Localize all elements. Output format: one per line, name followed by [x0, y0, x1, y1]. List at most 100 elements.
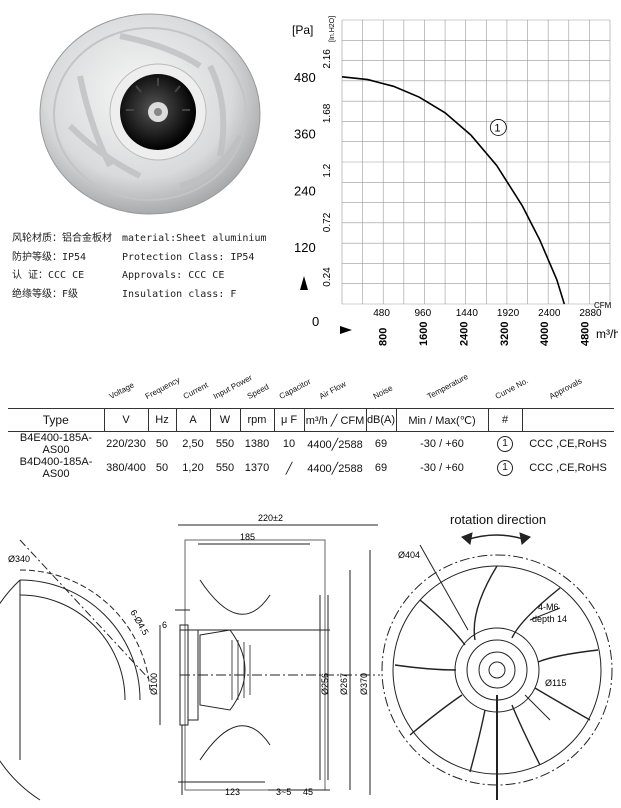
y2-tick-label: 0.72 [322, 212, 333, 232]
spec-approvals-cn: 认 证：CCC CE [12, 270, 85, 281]
spec-material: 风轮材质：铝合金板材 material:Sheet aluminium [12, 229, 267, 244]
unit-current: A [175, 408, 210, 432]
cell-type: B4D400-185A-AS00 [19, 456, 93, 480]
unit-power: W [209, 408, 240, 432]
dim-w185: 185 [240, 532, 255, 542]
dim-w220: 220±2 [258, 513, 283, 523]
chart-ylabel: [Pa] [292, 23, 313, 37]
cell-speed: 1380 [244, 438, 270, 450]
unit-frequency: Hz [147, 408, 176, 432]
cell-voltage: 220/230 [106, 438, 146, 450]
unit-approvals [521, 408, 614, 432]
spec-approvals: 认 证：CCC CE Approvals: CCC CE [12, 266, 224, 281]
unit-speed: rpm [239, 408, 274, 432]
unit-type: Type [8, 408, 104, 432]
cell-air-flow: 4400╱2588 [307, 438, 363, 451]
cell-noise: 69 [374, 438, 388, 450]
rotation-direction-label: rotation direction [450, 512, 547, 527]
spec-insulation-cn: 绝缘等级：F级 [12, 289, 79, 300]
cell-approvals: CCC ,CE,RoHS [529, 462, 607, 474]
x-tick-m3h-label: 1600 [418, 322, 430, 346]
x-tick-cfm-label: 480 [373, 308, 390, 319]
cell-capacitor: 10 [282, 438, 296, 450]
cell-capacitor: ╱ [285, 462, 293, 475]
curve-no-badge: 1 [497, 460, 513, 476]
chart-x-unit-m3h: m³/h [596, 327, 618, 341]
front-view-impeller [381, 532, 613, 800]
x-tick-cfm-label: 1440 [456, 308, 479, 319]
spec-protection-cn: 防护等级：IP54 [12, 252, 87, 263]
cell-power: 550 [215, 438, 235, 450]
spec-material-cn: 风轮材质：铝合金板材 [12, 233, 112, 244]
x-tick-m3h-label: 4000 [539, 322, 551, 346]
chart-ylabel2: [In.H2O] [329, 16, 336, 42]
curve-label: 1 [494, 122, 500, 134]
cell-air-flow: 4400╱2588 [307, 462, 363, 475]
spec-material-en: material:Sheet aluminium [122, 233, 267, 244]
unit-voltage: V [103, 408, 148, 432]
chart-grid [341, 19, 611, 305]
dim-depth: depth 14 [532, 614, 567, 624]
dim-d256: Ø256 [320, 673, 330, 695]
hdr-noise: Noise [371, 383, 395, 401]
spec-protection-en: Protection Class: IP54 [122, 252, 255, 263]
x-tick-m3h-label: 4800 [580, 322, 592, 346]
cell-frequency: 50 [155, 462, 169, 474]
dim-w123: 123 [225, 787, 240, 797]
x-tick-cfm-label: 1920 [497, 308, 520, 319]
dim-d404: Ø404 [398, 550, 420, 560]
dim-d340: Ø340 [8, 554, 30, 564]
hdr-frequency: Frequency [143, 375, 182, 401]
dim-d115: Ø115 [545, 678, 566, 688]
dim-d267: Ø267 [339, 673, 349, 695]
front-view-partial [0, 539, 151, 801]
spec-protection: 防护等级：IP54 Protection Class: IP54 [12, 248, 254, 263]
spec-approvals-en: Approvals: CCC CE [122, 270, 225, 281]
spec-insulation-en: Insulation class: F [122, 289, 237, 300]
unit-curve-no: # [487, 408, 522, 432]
dim-holes: 6-Ø4.5 [128, 608, 150, 637]
hdr-approvals: Approvals [547, 376, 584, 401]
cell-current: 1,20 [182, 462, 204, 474]
y2-tick-label: 0.24 [322, 267, 333, 287]
hdr-air-flow: Air Flow [317, 379, 348, 401]
dim-d370: Ø370 [359, 673, 369, 695]
hdr-curve-no: Curve No. [493, 376, 530, 401]
y-axis-arrow-icon [300, 276, 308, 290]
cell-frequency: 50 [155, 438, 169, 450]
dim-d100: Ø100 [149, 673, 159, 695]
spec-insulation: 绝缘等级：F级 Insulation class: F [12, 285, 236, 300]
cell-curve-no: 1 [488, 432, 522, 457]
hdr-capacitor: Capacitor [277, 376, 313, 401]
curve-no-badge: 1 [497, 436, 513, 452]
cell-temperature: -30 / +60 [420, 438, 464, 450]
cell-current: 2,50 [182, 438, 204, 450]
dim-six: 6 [162, 620, 167, 630]
cell-temperature: -30 / +60 [420, 462, 464, 474]
chart-origin-label: 0 [312, 314, 319, 329]
unit-temperature: Min / Max(℃) [395, 408, 488, 432]
unit-noise: dB(A) [365, 408, 396, 432]
y2-tick-label: 1.2 [322, 163, 333, 177]
y-tick-label: 480 [294, 70, 316, 85]
dim-m6: 4-M6 [538, 602, 559, 612]
x-tick-m3h-label: 800 [377, 328, 389, 346]
hdr-speed: Speed [245, 382, 271, 401]
table-row: B4D400-185A-AS00 380/400 50 1,20 550 137… [8, 456, 614, 480]
x-axis-arrow-icon [340, 326, 352, 334]
curve-label-circle [489, 119, 507, 136]
cell-voltage: 380/400 [106, 462, 146, 474]
y-tick-label: 120 [294, 240, 316, 255]
cell-curve-no: 1 [488, 456, 522, 480]
hdr-voltage: Voltage [107, 380, 136, 401]
table-row: B4E400-185A-AS00 220/230 50 2,50 550 138… [8, 432, 614, 457]
side-view [159, 524, 380, 795]
dim-w3-5: 3~5 [276, 787, 291, 797]
y2-tick-label: 2.16 [322, 49, 333, 69]
hdr-temperature: Temperature [425, 371, 470, 401]
y-tick-label: 240 [294, 183, 316, 198]
hdr-current: Current [181, 380, 210, 401]
x-tick-cfm-label: 2880 [579, 308, 602, 319]
